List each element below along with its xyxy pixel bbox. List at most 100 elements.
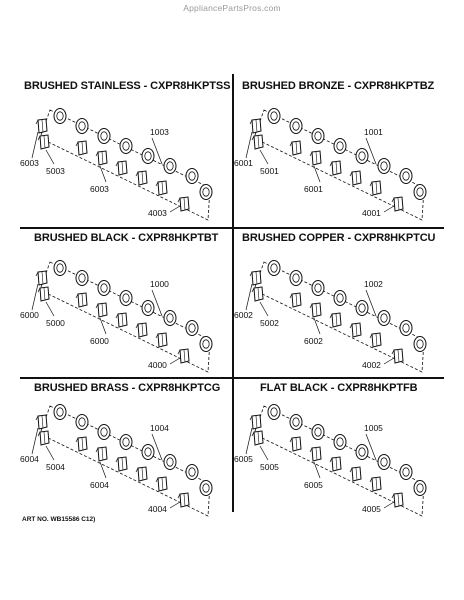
knob-ridge-icon-5 (141, 467, 144, 481)
knob-ridge-icon-7 (397, 349, 400, 363)
knob-ridge-icon-1 (257, 431, 260, 445)
bezel-ring-inner-icon-6 (188, 171, 196, 181)
knob-ridge-icon-4 (121, 457, 124, 471)
knob-ridge-icon-6 (161, 477, 164, 491)
bezel-ring-inner-icon-3 (336, 437, 344, 447)
bezel-ring-icon-0 (267, 108, 281, 124)
knob-edge-icon-2 (75, 141, 79, 147)
knob-edge-icon-5 (349, 171, 353, 177)
knob-edge-icon-6 (369, 181, 373, 187)
bezel-ring-icon-0 (267, 404, 281, 420)
bezel-ring-inner-icon-5 (166, 457, 174, 467)
knob-ridge-icon-2 (295, 437, 298, 451)
part-label-knob-front: 6000 (20, 310, 39, 320)
leader-line-knob-back (259, 149, 269, 165)
bezel-ring-inner-icon-7 (202, 483, 210, 493)
leader-line-main (151, 433, 163, 461)
part-label-knob-back: 5005 (260, 462, 279, 472)
vertical-divider (232, 74, 234, 512)
knob-ridge-icon-7 (183, 349, 186, 363)
bezel-ring-inner-icon-4 (144, 447, 152, 457)
knob-edge-icon-7 (177, 349, 181, 355)
bezel-ring-inner-icon-5 (380, 161, 388, 171)
knob-ridge-icon-1 (257, 135, 260, 149)
bezel-ring-icon-7 (413, 184, 427, 200)
bezel-ring-icon-6 (399, 320, 413, 336)
knob-edge-icon-4 (329, 313, 333, 319)
bezel-ring-icon-0 (53, 260, 67, 276)
bezel-ring-icon-5 (377, 454, 391, 470)
part-label-knob-row: 6000 (90, 336, 109, 346)
knob-edge-icon-0 (35, 119, 39, 125)
knob-edge-icon-7 (391, 349, 395, 355)
bezel-ring-inner-icon-1 (292, 417, 300, 427)
knob-edge-icon-1 (37, 431, 41, 437)
watermark: AppliancePartsPros.com (183, 3, 281, 13)
knob-ridge-icon-3 (315, 303, 318, 317)
bezel-ring-inner-icon-5 (166, 313, 174, 323)
knob-edge-icon-2 (289, 437, 293, 443)
knob-edge-icon-2 (75, 437, 79, 443)
bezel-ring-inner-icon-2 (314, 283, 322, 293)
knob-edge-icon-7 (391, 197, 395, 203)
bezel-ring-icon-3 (333, 138, 347, 154)
bezel-ring-inner-icon-4 (358, 303, 366, 313)
bezel-ring-inner-icon-2 (314, 131, 322, 141)
bezel-ring-inner-icon-6 (402, 171, 410, 181)
knob-edge-icon-2 (289, 141, 293, 147)
panel-title-brushed-copper: BRUSHED COPPER - CXPR8HKPTCU (242, 232, 436, 244)
leader-line-knob-end (383, 501, 395, 509)
knob-ridge-icon-1 (43, 287, 46, 301)
bezel-ring-icon-1 (75, 414, 89, 430)
bezel-ring-icon-3 (119, 290, 133, 306)
bezel-ring-inner-icon-0 (270, 407, 278, 417)
bezel-ring-inner-icon-6 (188, 467, 196, 477)
knob-ridge-icon-3 (315, 151, 318, 165)
bezel-ring-inner-icon-2 (314, 427, 322, 437)
knob-edge-icon-1 (37, 287, 41, 293)
knob-edge-icon-0 (249, 271, 253, 277)
bezel-ring-icon-5 (377, 158, 391, 174)
bezel-ring-icon-0 (53, 404, 67, 420)
part-label-knob-row: 6001 (304, 184, 323, 194)
knob-ridge-icon-2 (295, 141, 298, 155)
knob-edge-icon-6 (369, 333, 373, 339)
bezel-ring-icon-0 (53, 108, 67, 124)
knob-edge-icon-4 (115, 457, 119, 463)
bezel-ring-inner-icon-3 (122, 141, 130, 151)
leader-line-knob-front (245, 427, 253, 455)
bezel-ring-icon-1 (289, 270, 303, 286)
bezel-ring-inner-icon-0 (270, 263, 278, 273)
horizontal-divider-bottom (20, 377, 444, 379)
leader-line-knob-back (259, 301, 269, 317)
bezel-ring-icon-7 (199, 184, 213, 200)
knob-ridge-icon-6 (161, 333, 164, 347)
part-label-knob-back: 5003 (46, 166, 65, 176)
bezel-ring-inner-icon-6 (402, 323, 410, 333)
leader-line-knob-back (45, 301, 55, 317)
part-label-knob-back: 5002 (260, 318, 279, 328)
knob-ridge-icon-2 (81, 293, 84, 307)
knob-edge-icon-5 (135, 323, 139, 329)
part-label-knob-back: 5004 (46, 462, 65, 472)
bezel-ring-icon-0 (267, 260, 281, 276)
leader-line-knob-front (245, 131, 253, 159)
knob-ridge-icon-1 (43, 135, 46, 149)
panel-title-flat-black: FLAT BLACK - CXPR8HKPTFB (260, 382, 418, 394)
part-label-knob-row: 6003 (90, 184, 109, 194)
knob-ridge-icon-7 (183, 197, 186, 211)
bezel-ring-icon-3 (333, 290, 347, 306)
knob-edge-icon-5 (135, 171, 139, 177)
knob-ridge-icon-2 (295, 293, 298, 307)
leader-line-knob-end (169, 501, 181, 509)
knob-ridge-icon-4 (335, 313, 338, 327)
knob-ridge-icon-3 (101, 151, 104, 165)
part-label-knob-row: 6004 (90, 480, 109, 490)
leader-line-knob-row (313, 317, 321, 335)
bezel-ring-inner-icon-3 (336, 293, 344, 303)
knob-edge-icon-3 (309, 303, 313, 309)
part-label-knob-front: 6004 (20, 454, 39, 464)
knob-ridge-icon-2 (81, 141, 84, 155)
